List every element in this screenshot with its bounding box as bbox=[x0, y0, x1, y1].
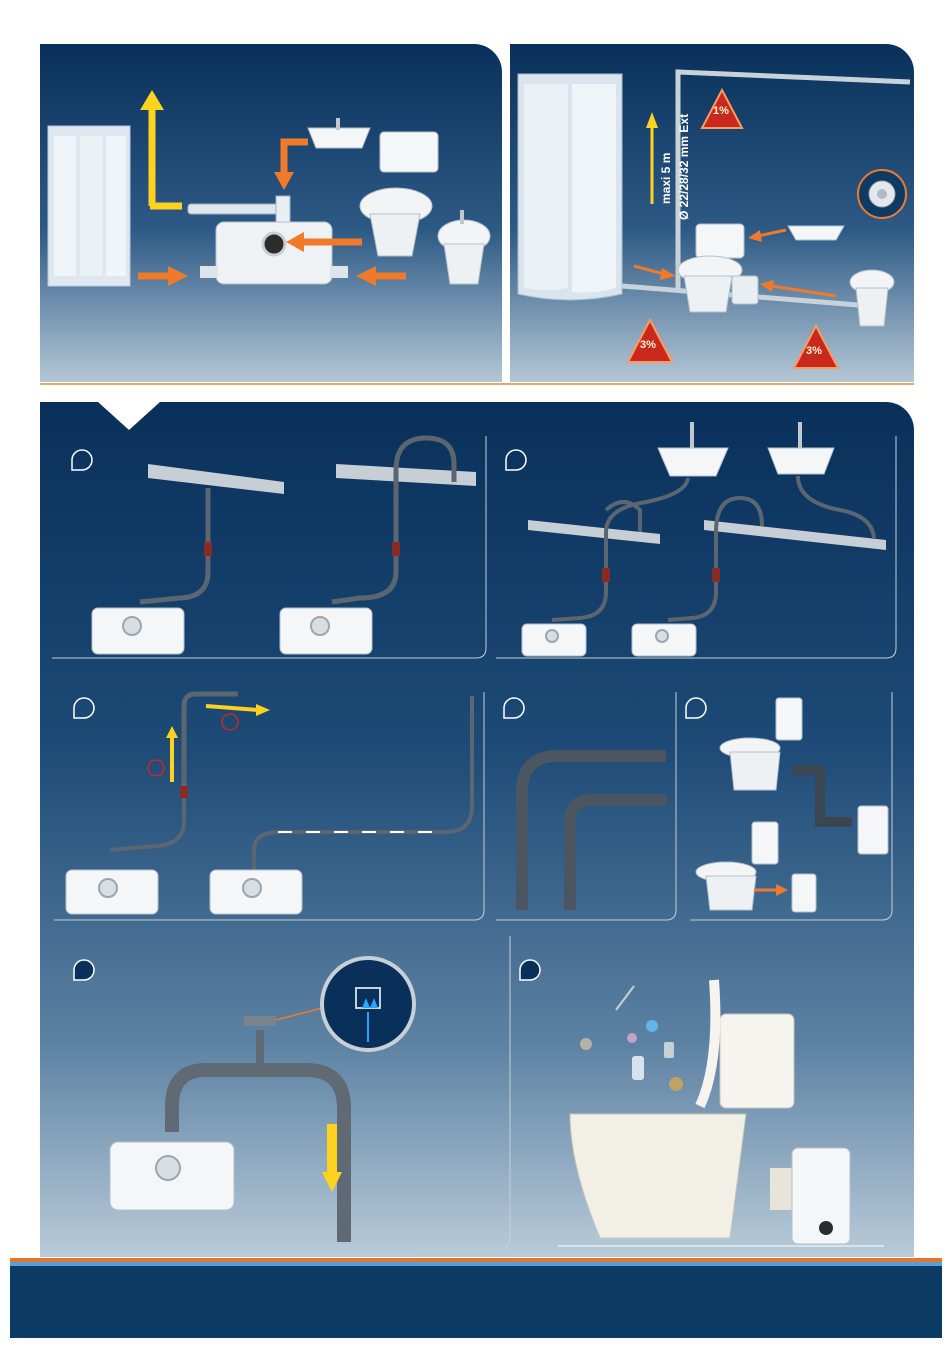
step-d-badge bbox=[504, 698, 524, 718]
vertical-discharge-arrow bbox=[140, 90, 182, 206]
shower-cabin-icon bbox=[48, 126, 130, 286]
shower-inflow-arrow bbox=[138, 266, 188, 286]
pump-1-icon bbox=[92, 608, 184, 654]
ceiling-beam-1 bbox=[148, 464, 284, 494]
slope-left-label: 3% bbox=[640, 339, 656, 351]
step-b-badge bbox=[506, 450, 526, 470]
beam-b2 bbox=[704, 520, 886, 550]
toilet-e2-icon bbox=[696, 822, 778, 910]
slope-top-label: 1% bbox=[713, 105, 729, 117]
slope-warning-right: 3% bbox=[794, 326, 838, 368]
washbasin-small-icon bbox=[788, 226, 844, 240]
step-e-badge bbox=[686, 698, 706, 718]
pipe-diameter-label: Ø 22/28/32 mm Ext bbox=[677, 114, 691, 220]
pump-c2-icon bbox=[210, 870, 302, 914]
prohibition-circle-icon bbox=[148, 760, 164, 776]
pump-f-icon bbox=[110, 1142, 234, 1210]
elbow-pipe-2 bbox=[570, 800, 666, 910]
basin-inflow-arrow bbox=[274, 142, 308, 190]
step-f-air-vent bbox=[74, 936, 510, 1250]
steps-illustration bbox=[40, 402, 914, 1257]
prohibition-circle-icon-2 bbox=[222, 714, 238, 730]
toilet-icon bbox=[360, 132, 438, 256]
slope-warning-top: 1% bbox=[702, 90, 742, 128]
step-f-badge bbox=[74, 960, 94, 980]
pump-b1-icon bbox=[522, 624, 586, 656]
waste-items-icon bbox=[580, 986, 683, 1091]
round-shower-cabin-icon bbox=[518, 74, 622, 300]
top-divider bbox=[40, 383, 914, 385]
basin-1-icon bbox=[658, 422, 728, 476]
macerator-pump-icon bbox=[200, 222, 348, 284]
bidet-small-icon bbox=[850, 270, 894, 326]
toilet-with-pump-large-icon bbox=[570, 980, 850, 1244]
step-g-badge bbox=[520, 960, 540, 980]
pump-e1-icon bbox=[858, 806, 888, 854]
toilet-with-pump-icon bbox=[678, 224, 758, 312]
drain-detail-icon bbox=[858, 170, 906, 218]
step-c-horizontal-run bbox=[54, 692, 484, 920]
washbasin-icon bbox=[308, 118, 370, 148]
toilet-e1-icon bbox=[720, 698, 802, 790]
discharge-pipe-1 bbox=[140, 488, 208, 602]
pump-e2-icon bbox=[792, 874, 816, 912]
installation-overview-illustration bbox=[40, 44, 502, 382]
horizontal-arrow bbox=[206, 706, 258, 710]
pump-b2-icon bbox=[632, 624, 696, 656]
pump-c1-icon bbox=[66, 870, 158, 914]
bidet-inflow-arrow bbox=[356, 266, 406, 286]
tab-notch bbox=[98, 402, 160, 430]
discharge-pipe-2 bbox=[332, 438, 454, 602]
step-d-bends bbox=[496, 692, 676, 920]
slope-right-label: 3% bbox=[806, 345, 822, 357]
elbow-pipe-1 bbox=[522, 756, 666, 910]
air-vent-icon bbox=[244, 1016, 276, 1026]
bidet-icon bbox=[438, 210, 490, 284]
step-g-no-foreign-items bbox=[520, 960, 884, 1246]
pipe-gradient-panel: maxi 5 m Ø 22/28/32 mm Ext 1% 3% 3% bbox=[510, 44, 914, 382]
step-e-wc-connection bbox=[686, 692, 892, 920]
installation-overview-panel bbox=[40, 44, 502, 382]
pipe-gradient-illustration: maxi 5 m Ø 22/28/32 mm Ext 1% 3% 3% bbox=[510, 44, 914, 382]
footer-band bbox=[10, 1266, 942, 1338]
step-a-badge bbox=[72, 450, 92, 470]
pump-2-icon bbox=[280, 608, 372, 654]
basin-2-icon bbox=[768, 422, 834, 474]
slope-warning-left: 3% bbox=[628, 320, 672, 362]
step-b-basin-connection bbox=[496, 422, 896, 658]
max-height-label: maxi 5 m bbox=[659, 153, 673, 204]
max-height-arrow bbox=[646, 112, 658, 204]
installation-steps-panel bbox=[40, 402, 914, 1257]
step-c-badge bbox=[74, 698, 94, 718]
step-a-vertical-discharge bbox=[52, 436, 486, 658]
